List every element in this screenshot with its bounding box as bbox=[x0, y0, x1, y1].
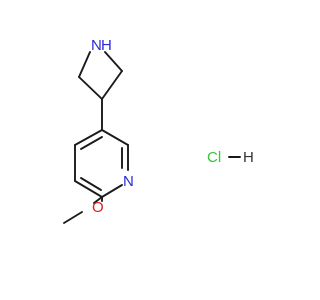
bond-c5-c6 bbox=[101, 129, 129, 146]
bond-c4-c5 bbox=[74, 129, 103, 146]
bond-n1-c2 bbox=[101, 184, 123, 198]
bond-c2-o-main bbox=[93, 196, 103, 204]
pyridine-ring bbox=[74, 129, 129, 198]
bond-n-c2 bbox=[104, 51, 123, 72]
azetidine-ring bbox=[78, 51, 123, 100]
salt-hydrogen-label: H bbox=[243, 149, 254, 166]
bond-c2-c3-double bbox=[80, 177, 102, 191]
hydrochloride-salt: Cl H bbox=[207, 149, 254, 166]
molecule-structure: N H N O Cl H bbox=[63, 37, 254, 224]
bond-o-methyl bbox=[63, 211, 83, 224]
methoxy-oxygen-label: O bbox=[92, 199, 104, 216]
pyridine-nitrogen-label: N bbox=[123, 173, 134, 190]
bond-c4-c5-double bbox=[80, 136, 103, 150]
azetidine-nitrogen-label: N bbox=[91, 37, 102, 54]
bond-c2-c3 bbox=[101, 70, 123, 100]
chlorine-label: Cl bbox=[207, 149, 221, 166]
bond-c4-n bbox=[78, 51, 91, 78]
bond-c2-c3 bbox=[74, 180, 103, 198]
bond-c3-c4 bbox=[78, 76, 103, 100]
azetidine-hydrogen-label: H bbox=[101, 37, 112, 54]
